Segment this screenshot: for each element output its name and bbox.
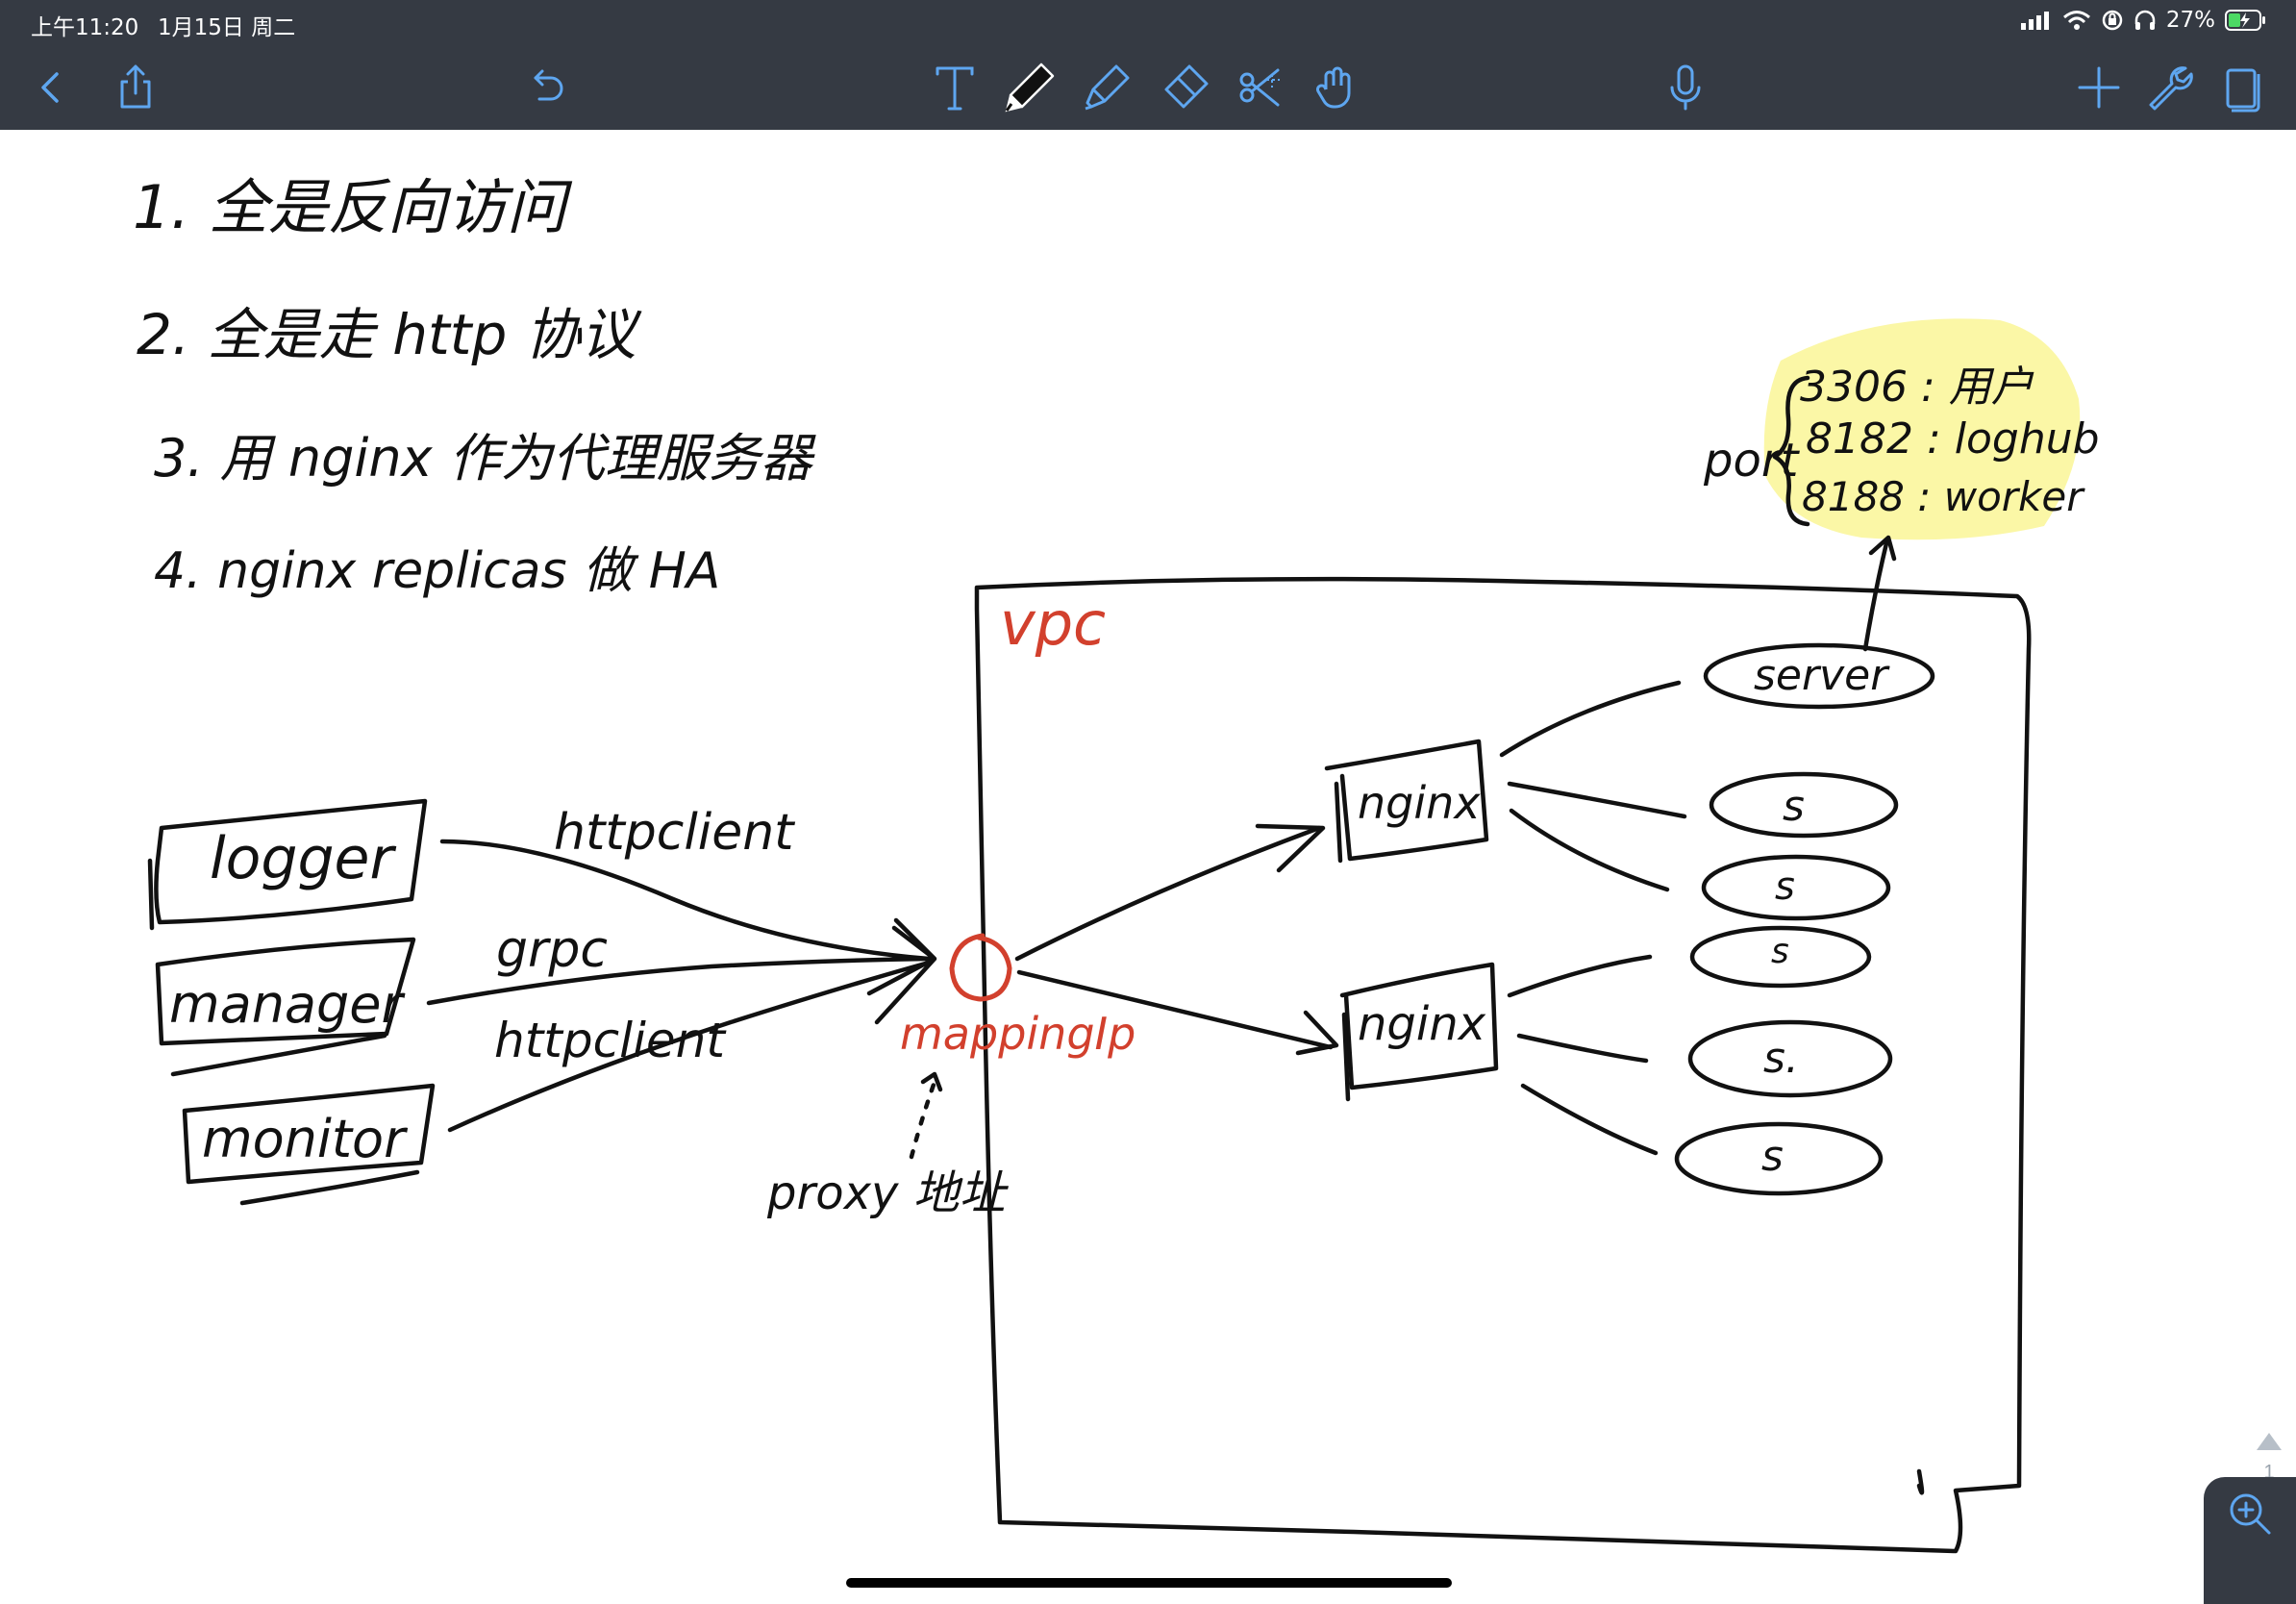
- server-node: [1703, 642, 1935, 710]
- client-manager-label: manager: [169, 974, 406, 1035]
- lasso-tool-icon[interactable]: [1231, 58, 1290, 117]
- server-label: server: [1754, 651, 1890, 700]
- highlight-blob: [1763, 318, 2081, 540]
- proxy-dotted-arrow: [909, 1079, 937, 1160]
- edge-to-nginx-1: [1014, 825, 1322, 962]
- vpc-corner-mark: [1916, 1468, 1925, 1495]
- port-line-3: 8188 : worker: [1802, 473, 2085, 520]
- handwritten-sketch: 1. 全是反向访问 2. 全是走 http 协议 3. 用 nginx 作为代理…: [133, 172, 2100, 1554]
- page-current: 1: [2263, 1462, 2275, 1483]
- edge-monitor-httpclient: [447, 960, 932, 1133]
- nginx-box-1-edge: [1334, 781, 1343, 864]
- headphones-icon: [2134, 10, 2156, 30]
- note-item-3: 3. 用 nginx 作为代理服务器: [154, 428, 816, 489]
- client-box-manager-shadow: [170, 1033, 387, 1077]
- battery-percent: 27%: [2165, 8, 2215, 33]
- eraser-tool-icon[interactable]: [1154, 58, 1213, 117]
- proxy-label: proxy 地址: [766, 1166, 1010, 1220]
- client-box-monitor-shadow: [239, 1169, 420, 1206]
- cellular-signal-icon: [2020, 12, 2049, 30]
- vpc-label: vpc: [1000, 589, 1106, 659]
- orientation-lock-icon: [2102, 10, 2123, 31]
- text-tool-icon[interactable]: [925, 58, 985, 117]
- mapping-ip-label: mappingIp: [900, 1008, 1136, 1060]
- fanout-line: [1520, 1083, 1659, 1156]
- wifi-icon: [2062, 11, 2090, 30]
- share-icon[interactable]: [106, 58, 165, 117]
- proxy-arrowhead: [920, 1071, 943, 1092]
- client-logger-label: logger: [210, 825, 396, 892]
- vpc-boundary: [974, 576, 2032, 1554]
- status-indicators: 27%: [2020, 8, 2267, 33]
- service-node-3-label: s: [1771, 932, 1789, 971]
- client-box-logger-edge: [147, 858, 155, 931]
- service-node-1-label: s: [1783, 782, 1805, 831]
- fanout-line: [1507, 954, 1653, 998]
- fanout-line: [1507, 781, 1687, 819]
- fanout-line: [1509, 808, 1670, 892]
- zoom-button[interactable]: [2204, 1477, 2296, 1604]
- port-line-2: 8182 : loghub: [1806, 414, 2100, 464]
- edge-arrowheads: [866, 917, 937, 1025]
- server-to-ports-arrow: [1862, 540, 1889, 652]
- note-item-4: 4. nginx replicas 做 HA: [154, 542, 720, 600]
- nginx-2-label: nginx: [1358, 997, 1486, 1051]
- zoom-in-icon: [2230, 1493, 2271, 1535]
- service-node-5-label: s: [1761, 1132, 1784, 1181]
- pen-tool-icon[interactable]: [1000, 58, 1060, 117]
- status-time: 上午11:20: [31, 15, 139, 40]
- fanout-line: [1516, 1033, 1649, 1064]
- edge-to-nginx-2: [1016, 969, 1334, 1050]
- port-brace: [1772, 375, 1810, 527]
- nginx-1-label: nginx: [1358, 777, 1481, 829]
- status-date: 1月15日 周二: [158, 15, 296, 40]
- client-box-monitor: [182, 1083, 436, 1185]
- edge-manager-grpc: [426, 956, 932, 1006]
- note-item-1: 1. 全是反向访问: [133, 172, 573, 242]
- battery-charging-icon: [2225, 10, 2265, 31]
- service-node-2-label: s: [1775, 865, 1795, 909]
- hand-tool-icon[interactable]: [1308, 58, 1367, 117]
- service-node: [1687, 1019, 1893, 1098]
- page-up-icon[interactable]: [2257, 1433, 2282, 1450]
- edge-label-httpclient-2: httpclient: [494, 1013, 727, 1068]
- nginx-box-1: [1324, 739, 1489, 862]
- nginx-box-2-edge: [1341, 1012, 1351, 1102]
- back-icon[interactable]: [21, 58, 81, 117]
- fanout-line: [1499, 680, 1682, 758]
- undo-icon[interactable]: [515, 58, 575, 117]
- arrowhead-nginx-2: [1295, 1010, 1339, 1056]
- edge-logger-httpclient: [439, 839, 932, 962]
- service-node: [1701, 854, 1891, 921]
- note-item-2: 2. 全是走 http 协议: [137, 302, 642, 367]
- client-box-logger: [154, 798, 428, 925]
- home-indicator[interactable]: [846, 1578, 1452, 1588]
- microphone-icon[interactable]: [1656, 58, 1715, 117]
- client-box-manager: [155, 937, 416, 1046]
- client-monitor-label: monitor: [202, 1109, 408, 1169]
- add-icon[interactable]: [2069, 58, 2129, 117]
- wrench-icon[interactable]: [2140, 58, 2200, 117]
- edge-label-grpc: grpc: [496, 921, 608, 979]
- note-canvas[interactable]: 1. 全是反向访问 2. 全是走 http 协议 3. 用 nginx 作为代理…: [0, 130, 2296, 1604]
- service-node: [1709, 771, 1899, 839]
- edge-label-httpclient-1: httpclient: [554, 804, 795, 862]
- service-node: [1689, 925, 1872, 989]
- highlighter-tool-icon[interactable]: [1077, 58, 1136, 117]
- service-node: [1674, 1121, 1884, 1196]
- mapping-ip-circle: [949, 933, 1012, 1002]
- pages-icon[interactable]: [2213, 58, 2273, 117]
- server-arrowhead: [1868, 535, 1897, 562]
- service-node-4-label: s.: [1763, 1034, 1799, 1083]
- app-toolbar: 上午11:20 1月15日 周二 27%: [0, 0, 2296, 130]
- port-line-1: 3306 : 用户: [1800, 363, 2034, 412]
- nginx-box-2: [1339, 962, 1499, 1090]
- arrowhead-nginx-1: [1255, 823, 1326, 873]
